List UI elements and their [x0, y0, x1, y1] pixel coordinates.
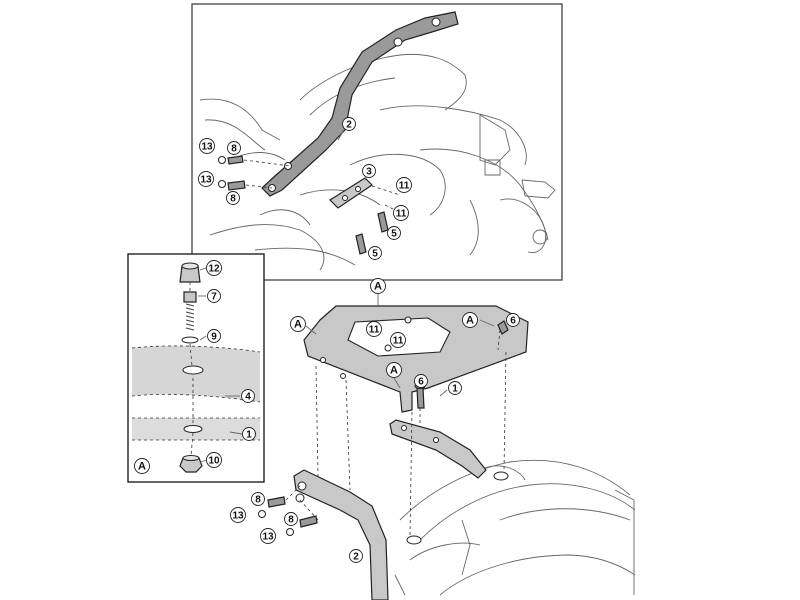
- callout-circle: [370, 278, 386, 294]
- part-callout-8: 8: [251, 492, 265, 506]
- part-callout-7: 7: [207, 289, 221, 303]
- part-number-label: 12: [208, 264, 220, 275]
- part-callout-12: 12: [206, 260, 222, 276]
- callout-circle: [448, 381, 462, 395]
- callout-circle: [199, 138, 215, 154]
- part-number-label: 13: [232, 511, 244, 522]
- part-callout-6: 6: [506, 313, 520, 327]
- part-callout-10: 10: [206, 452, 222, 468]
- callout-circle: [242, 427, 256, 441]
- part-number-label: 11: [396, 209, 407, 220]
- part-number-label: 6: [418, 377, 424, 388]
- part-callout-13: 13: [199, 138, 215, 154]
- callout-circle: [368, 246, 382, 260]
- callout-circle: [207, 289, 221, 303]
- callout-circle: [260, 528, 276, 544]
- part-callout-8: 8: [284, 512, 298, 526]
- detail-a-callout: A: [370, 278, 386, 294]
- part-number-label: 9: [211, 332, 217, 343]
- part-callout-2: 2: [342, 117, 356, 131]
- part-number-label: 13: [201, 142, 213, 153]
- part-number-label: 5: [372, 249, 378, 260]
- callout-circle: [349, 549, 363, 563]
- part-callout-6: 6: [414, 374, 428, 388]
- detail-a-callout: A: [134, 458, 150, 474]
- part-number-label: 2: [353, 552, 359, 563]
- part-callout-1: 1: [448, 381, 462, 395]
- part-number-label: 10: [208, 456, 220, 467]
- detail-a-label: A: [374, 281, 382, 293]
- detail-a-label: A: [466, 315, 474, 327]
- detail-a-callout: A: [462, 312, 478, 328]
- detail-a-label: A: [138, 461, 146, 473]
- callout-circle: [396, 177, 412, 193]
- callout-circle: [284, 512, 298, 526]
- callout-circle: [362, 164, 376, 178]
- part-number-label: 11: [369, 325, 380, 336]
- part-callout-11: 11: [396, 177, 412, 193]
- part-callout-5: 5: [368, 246, 382, 260]
- callout-circle: [134, 458, 150, 474]
- detail-a-label: A: [390, 365, 398, 377]
- callout-circle: [226, 191, 240, 205]
- callout-circle: [290, 316, 306, 332]
- callout-circle: [206, 452, 222, 468]
- callout-circle: [227, 141, 241, 155]
- detail-a-callout: A: [290, 316, 306, 332]
- callout-circle: [342, 117, 356, 131]
- part-callout-13: 13: [230, 507, 246, 523]
- part-callout-11: 11: [390, 332, 406, 348]
- callout-circle: [198, 171, 214, 187]
- callout-circle: [462, 312, 478, 328]
- part-number-label: 5: [391, 229, 397, 240]
- part-callout-11: 11: [393, 205, 409, 221]
- callout-circle: [366, 321, 382, 337]
- part-number-label: 2: [346, 120, 352, 131]
- part-number-label: 4: [245, 392, 251, 403]
- part-number-label: 7: [211, 292, 217, 303]
- callout-circle: [390, 332, 406, 348]
- callout-circle: [207, 329, 221, 343]
- part-number-label: 8: [231, 144, 237, 155]
- callout-circle: [386, 362, 402, 378]
- part-callout-8: 8: [226, 191, 240, 205]
- callout-circle: [251, 492, 265, 506]
- part-callout-3: 3: [362, 164, 376, 178]
- top-detail-panel: [191, 3, 563, 281]
- part-callout-8: 8: [227, 141, 241, 155]
- detail-a-label: A: [294, 319, 302, 331]
- part-callout-11: 11: [366, 321, 382, 337]
- part-callout-13: 13: [198, 171, 214, 187]
- part-number-label: 8: [255, 495, 261, 506]
- part-number-label: 8: [288, 515, 294, 526]
- callout-circle: [230, 507, 246, 523]
- callout-circle: [241, 389, 255, 403]
- part-number-label: 1: [246, 430, 252, 441]
- part-number-label: 6: [510, 316, 516, 327]
- part-callout-4: 4: [241, 389, 255, 403]
- part-callout-5: 5: [387, 226, 401, 240]
- callout-circle: [387, 226, 401, 240]
- main-assembly: [258, 292, 636, 600]
- part-callout-2: 2: [349, 549, 363, 563]
- part-number-label: 3: [366, 167, 372, 178]
- part-number-label: 13: [200, 175, 212, 186]
- callout-circle: [393, 205, 409, 221]
- callout-circle: [506, 313, 520, 327]
- part-number-label: 13: [262, 532, 274, 543]
- detail-a-panel: [127, 253, 265, 483]
- part-number-label: 11: [393, 336, 404, 347]
- part-number-label: 11: [399, 181, 410, 192]
- part-number-label: 1: [452, 384, 458, 395]
- detail-a-callout: A: [386, 362, 402, 378]
- callout-circle: [414, 374, 428, 388]
- part-callout-9: 9: [207, 329, 221, 343]
- callout-circle: [206, 260, 222, 276]
- part-number-label: 8: [230, 194, 236, 205]
- part-callout-13: 13: [260, 528, 276, 544]
- part-callout-1: 1: [242, 427, 256, 441]
